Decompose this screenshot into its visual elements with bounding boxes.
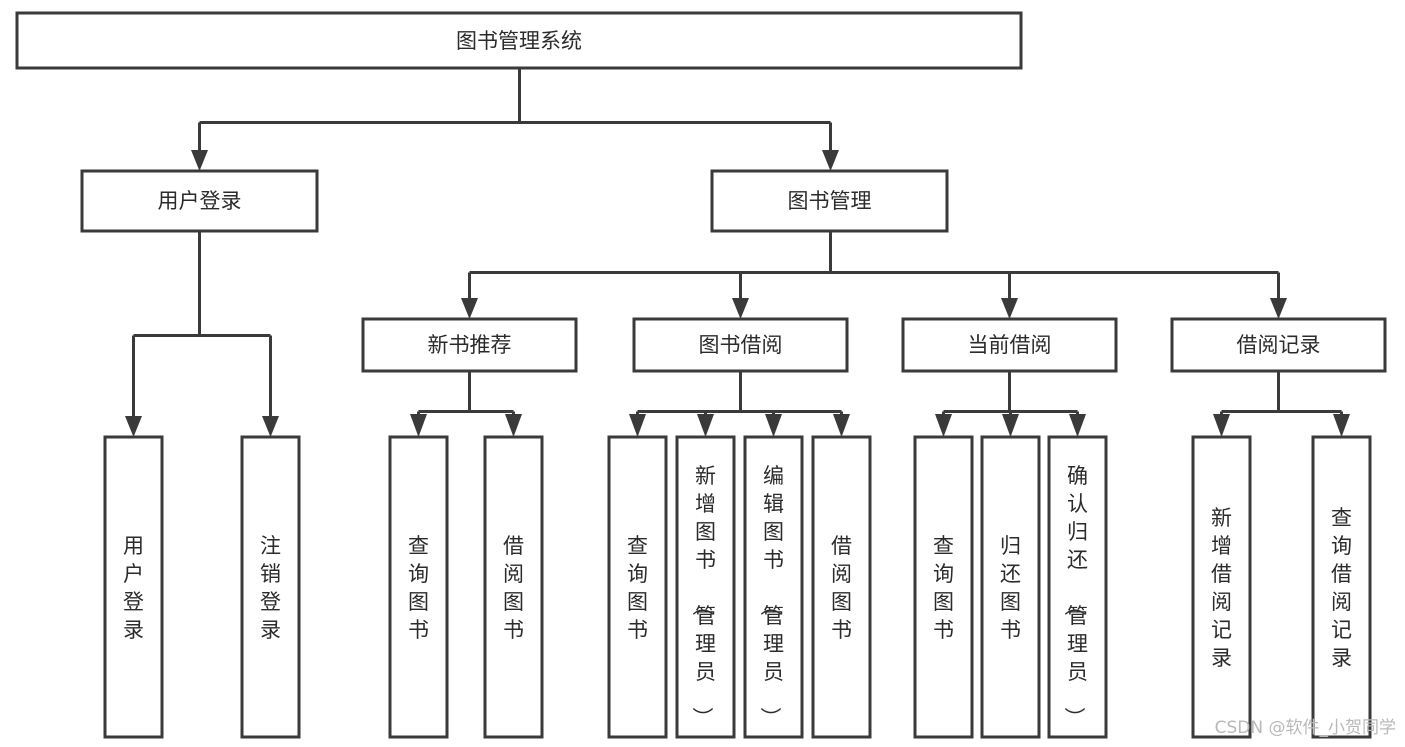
node-borrow-record-box[interactable] — [1170, 317, 1387, 373]
leaf-add-book-admin-box[interactable] — [675, 435, 736, 739]
leaf-borrow-book-1-label: 借阅图书 — [503, 534, 524, 642]
leaf-edit-book-admin-label: 编辑图书（管理员） — [758, 464, 784, 728]
leaf-borrow-book-1-box[interactable] — [483, 435, 544, 739]
leaf-logout[interactable]: 注销登录 — [240, 435, 301, 739]
leaf-borrow-book-1[interactable]: 借阅图书 — [483, 435, 544, 739]
leaf-query-book-2-label: 查询图书 — [627, 534, 648, 642]
connector-group-borrow-record — [1213, 372, 1350, 437]
arrowhead-leaf-borrow-book-1 — [505, 414, 522, 437]
leaf-query-book-1-label: 查询图书 — [408, 534, 429, 642]
node-current-borrow[interactable]: 当前借阅 — [901, 317, 1118, 373]
leaf-return-book-box[interactable] — [980, 435, 1041, 739]
leaf-query-book-3-label: 查询图书 — [933, 534, 954, 642]
connector-group-root — [191, 68, 839, 171]
leaf-return-book[interactable]: 归还图书 — [980, 435, 1041, 739]
arrowhead-leaf-query-book-3 — [935, 414, 952, 437]
node-book-manage-box[interactable] — [710, 169, 949, 233]
arrowhead-leaf-query-book-1 — [410, 414, 427, 437]
leaf-user-login-label: 用户登录 — [123, 534, 144, 642]
leaf-add-book-admin-label: 新增图书（管理员） — [690, 464, 716, 728]
leaf-edit-book-admin[interactable]: 编辑图书（管理员） — [743, 435, 804, 739]
node-current-borrow-box[interactable] — [901, 317, 1118, 373]
leaf-query-borrow-record-box[interactable] — [1311, 435, 1372, 739]
leaf-query-book-3[interactable]: 查询图书 — [913, 435, 974, 739]
arrowhead-book-manage — [822, 150, 839, 171]
leaf-borrow-book-2[interactable]: 借阅图书 — [811, 435, 872, 739]
leaf-confirm-return-admin[interactable]: 确认归还（管理员） — [1047, 435, 1108, 739]
leaf-add-borrow-record-label: 新增借阅记录 — [1211, 506, 1232, 670]
node-new-book-rec[interactable]: 新书推荐 — [361, 317, 578, 373]
node-book-borrow-label: 图书借阅 — [699, 333, 783, 357]
arrowhead-leaf-add-book — [697, 414, 714, 437]
node-borrow-record[interactable]: 借阅记录 — [1170, 317, 1387, 373]
leaf-user-login[interactable]: 用户登录 — [103, 435, 164, 739]
node-root[interactable]: 图书管理系统 — [15, 11, 1023, 70]
leaf-edit-book-admin-box[interactable] — [743, 435, 804, 739]
leaf-logout-box[interactable] — [240, 435, 301, 739]
node-new-book-rec-label: 新书推荐 — [428, 333, 512, 357]
arrowhead-leaf-user-login — [125, 416, 142, 437]
leaf-query-book-2-box[interactable] — [607, 435, 668, 739]
leaf-confirm-return-admin-box[interactable] — [1047, 435, 1108, 739]
connector-group-book-borrow — [629, 372, 850, 437]
arrowhead-current-borrow — [1001, 298, 1018, 319]
node-user-login-label: 用户登录 — [158, 189, 242, 213]
leaf-confirm-return-admin-label: 确认归还（管理员） — [1062, 464, 1088, 728]
leaf-add-book-admin[interactable]: 新增图书（管理员） — [675, 435, 736, 739]
connector-group-user-login — [125, 232, 279, 437]
leaf-add-borrow-record-box[interactable] — [1191, 435, 1252, 739]
node-new-book-rec-box[interactable] — [361, 317, 578, 373]
node-root-label: 图书管理系统 — [456, 29, 582, 53]
node-borrow-record-label: 借阅记录 — [1237, 333, 1321, 357]
arrowhead-borrow-record — [1270, 298, 1287, 319]
leaf-query-book-3-box[interactable] — [913, 435, 974, 739]
arrowhead-leaf-edit-book — [765, 414, 782, 437]
node-book-borrow[interactable]: 图书借阅 — [632, 317, 849, 373]
arrowhead-leaf-logout — [262, 416, 279, 437]
node-current-borrow-label: 当前借阅 — [968, 333, 1052, 357]
leaf-logout-label: 注销登录 — [260, 534, 281, 642]
connector-group-book-manage — [461, 232, 1287, 319]
node-root-box[interactable] — [15, 11, 1023, 70]
connector-group-new-book-rec — [410, 372, 522, 437]
node-user-login-box[interactable] — [80, 169, 319, 233]
arrowhead-leaf-add-borrow-record — [1213, 414, 1230, 437]
arrowhead-leaf-query-book-2 — [629, 414, 646, 437]
arrowhead-leaf-query-borrow-record — [1333, 414, 1350, 437]
node-user-login[interactable]: 用户登录 — [80, 169, 319, 233]
arrowhead-leaf-return-book — [1002, 414, 1019, 437]
csdn-watermark: CSDN @软件_小贺同学 — [1215, 718, 1396, 738]
leaf-borrow-book-2-label: 借阅图书 — [831, 534, 852, 642]
leaf-query-borrow-record[interactable]: 查询借阅记录 — [1311, 435, 1372, 739]
leaf-user-login-box[interactable] — [103, 435, 164, 739]
leaf-add-borrow-record[interactable]: 新增借阅记录 — [1191, 435, 1252, 739]
leaf-query-book-2[interactable]: 查询图书 — [607, 435, 668, 739]
arrowhead-user-login — [191, 150, 208, 171]
node-book-borrow-box[interactable] — [632, 317, 849, 373]
arrowhead-leaf-borrow-book-2 — [833, 414, 850, 437]
arrowhead-leaf-confirm-return — [1069, 414, 1086, 437]
leaf-return-book-label: 归还图书 — [1000, 534, 1021, 642]
leaf-query-book-1[interactable]: 查询图书 — [388, 435, 449, 739]
arrowhead-new-book-rec — [461, 298, 478, 319]
leaf-query-borrow-record-label: 查询借阅记录 — [1331, 506, 1352, 670]
connector-group-current-borrow — [935, 372, 1086, 437]
leaf-borrow-book-2-box[interactable] — [811, 435, 872, 739]
arrowhead-book-borrow — [732, 298, 749, 319]
node-book-manage-label: 图书管理 — [788, 189, 872, 213]
node-book-manage[interactable]: 图书管理 — [710, 169, 949, 233]
leaf-query-book-1-box[interactable] — [388, 435, 449, 739]
